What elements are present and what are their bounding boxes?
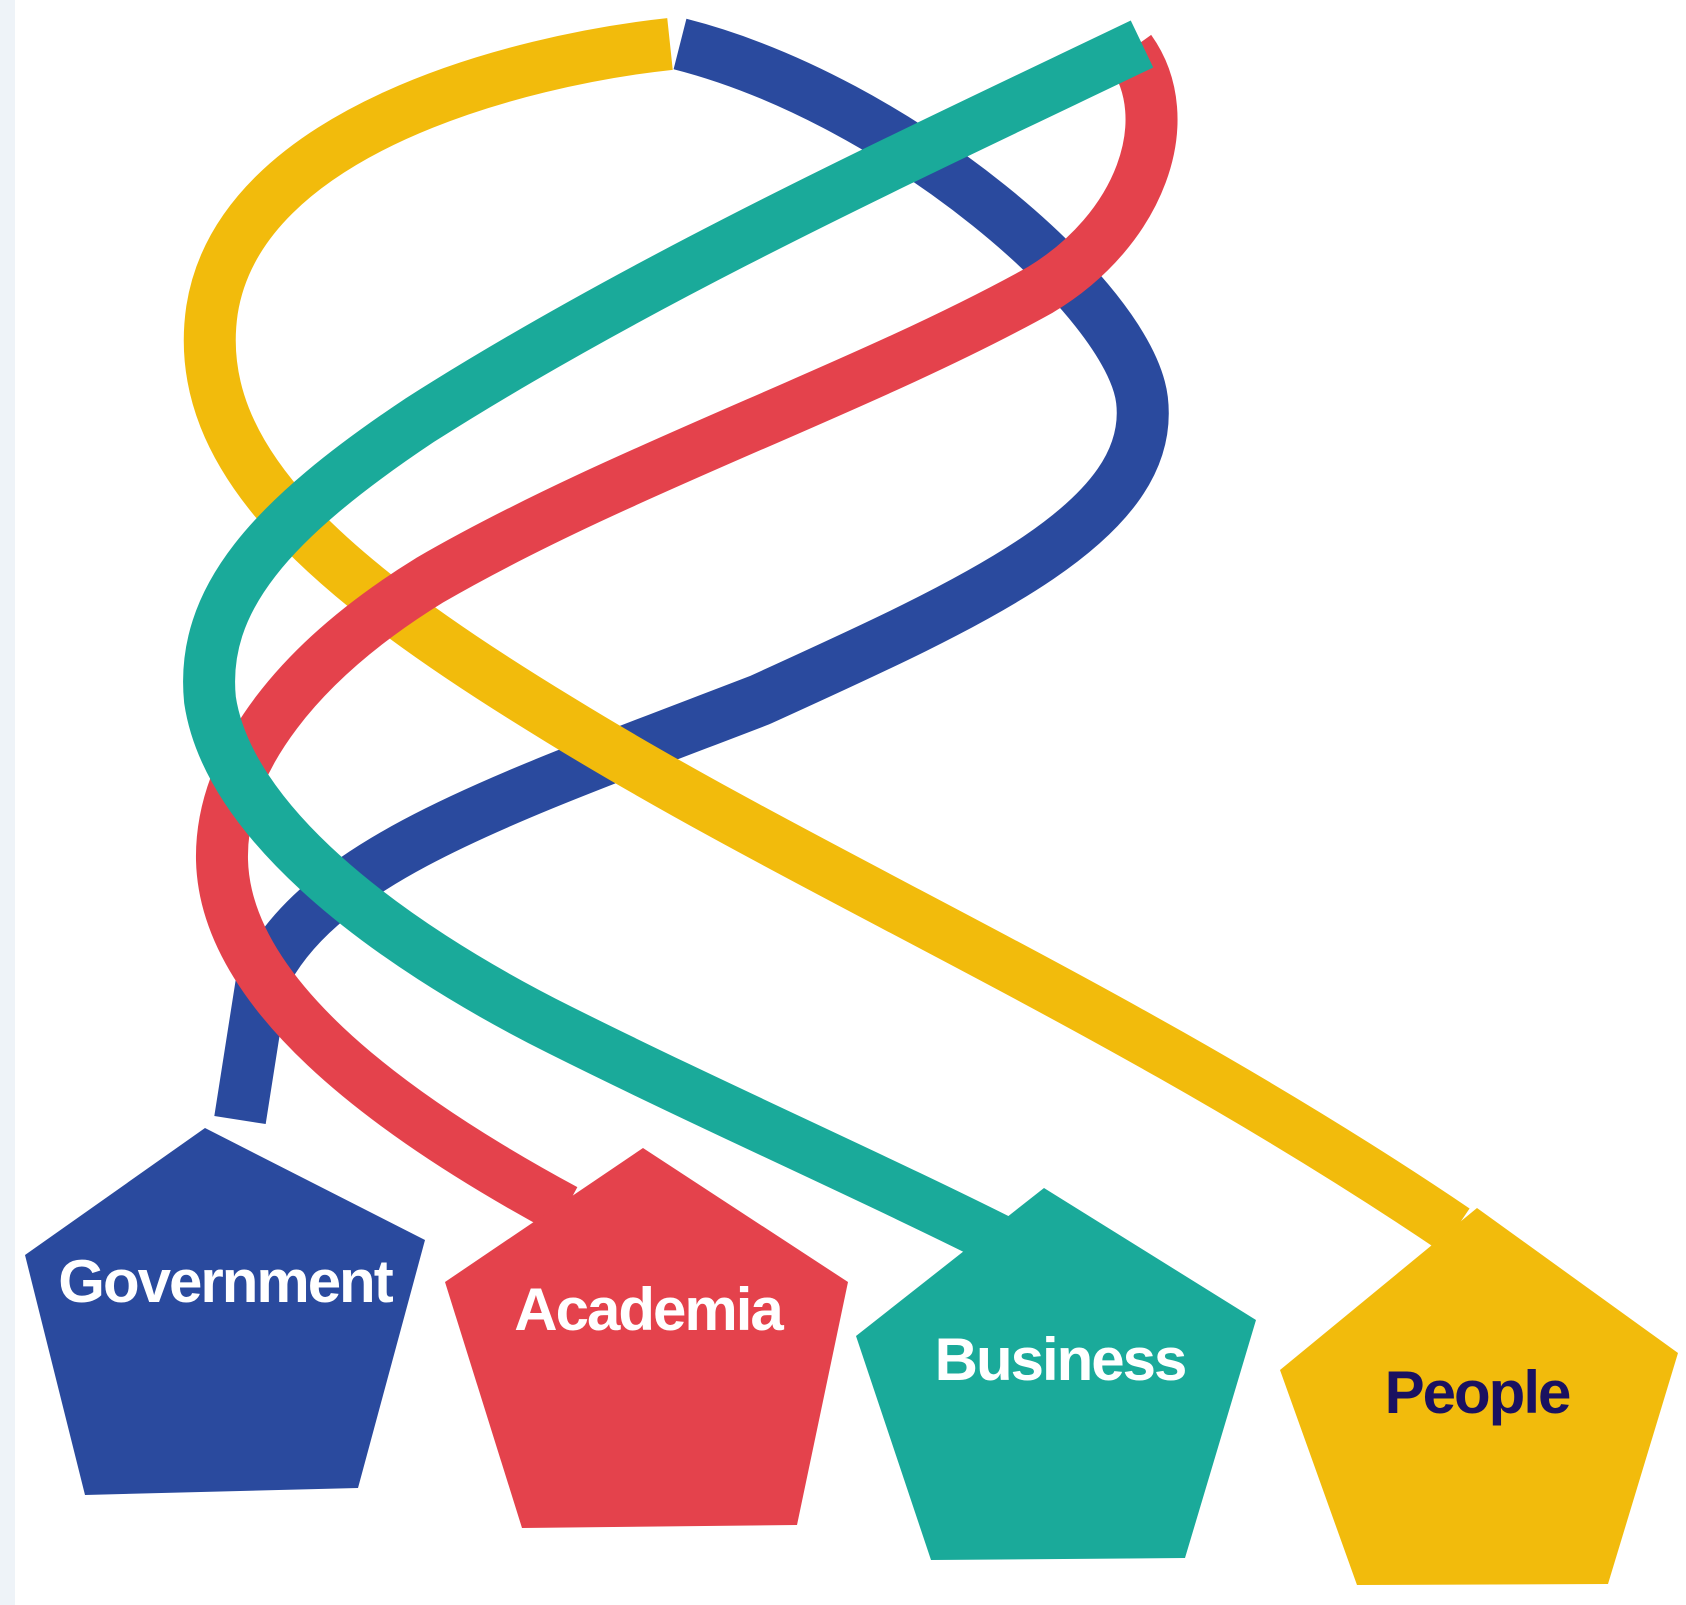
node-business-label: Business	[935, 1326, 1186, 1393]
node-academia: Academia	[445, 1148, 848, 1528]
node-people: People	[1280, 1208, 1678, 1585]
strand-business	[183, 20, 1154, 1274]
node-business: Business	[856, 1188, 1256, 1560]
node-people-label: People	[1385, 1359, 1570, 1426]
strand-people	[183, 18, 1470, 1252]
node-academia-shape	[445, 1148, 848, 1528]
strand-government	[214, 18, 1169, 1125]
node-academia-label: Academia	[514, 1276, 784, 1343]
node-people-shape	[1280, 1208, 1678, 1585]
strand-academia	[195, 34, 1178, 1233]
node-government-label: Government	[58, 1248, 393, 1315]
node-business-shape	[856, 1188, 1256, 1560]
node-government-shape	[25, 1128, 425, 1495]
node-government: Government	[25, 1128, 425, 1495]
